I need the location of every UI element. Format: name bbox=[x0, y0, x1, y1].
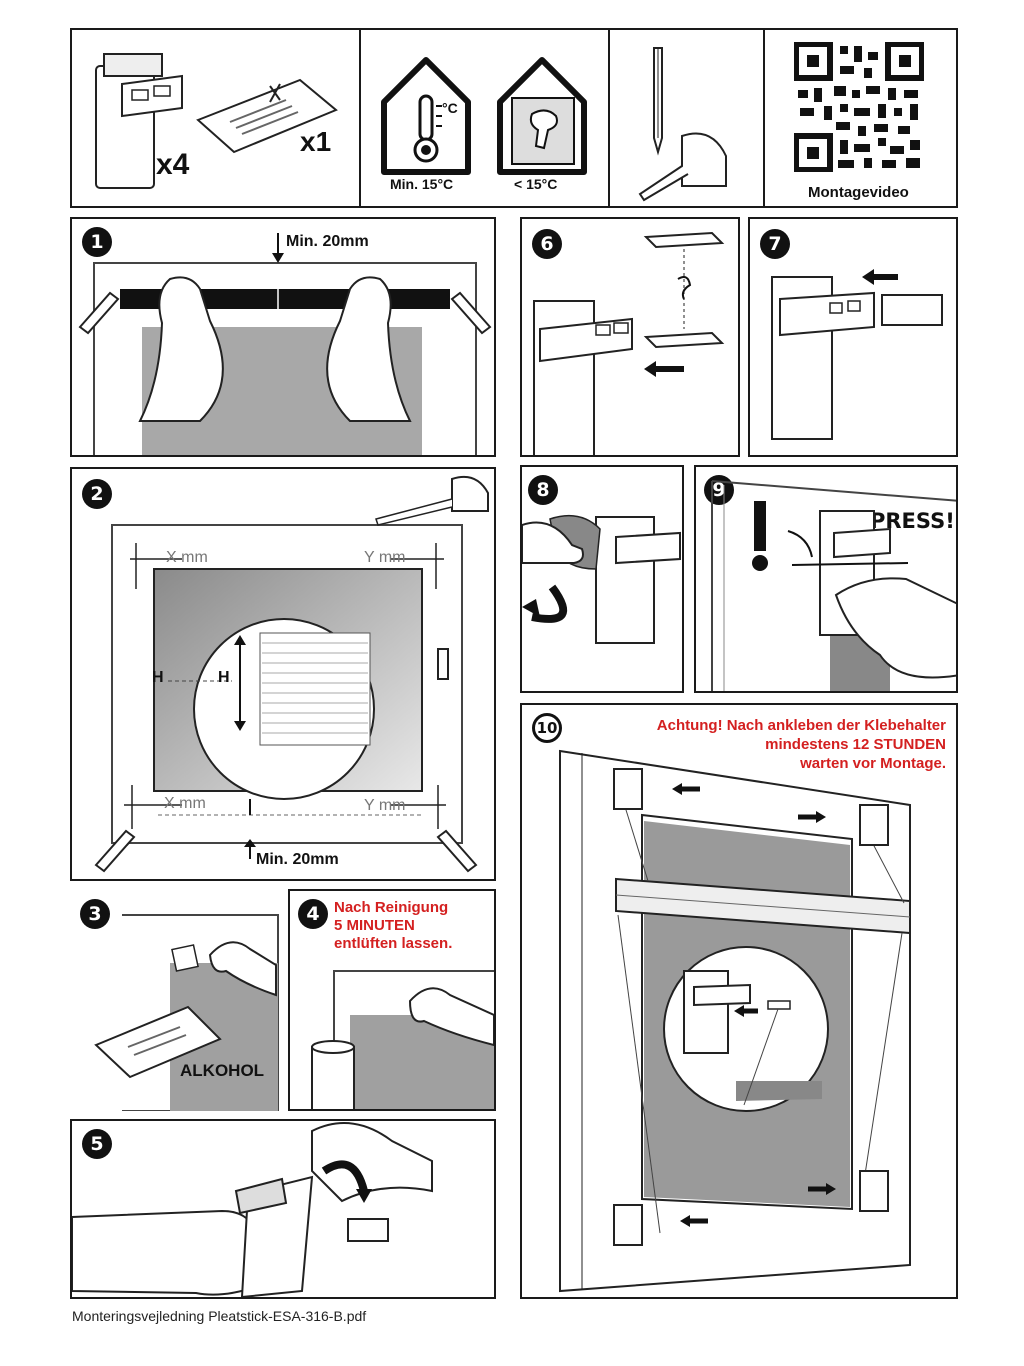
step-2-h-left: H bbox=[152, 669, 164, 686]
step-3-panel: 3 ALKOHOL bbox=[70, 889, 280, 1111]
step-5-illustration bbox=[72, 1122, 433, 1297]
step-2-h-right: H bbox=[218, 669, 230, 686]
step-6-number: 6 bbox=[532, 229, 562, 259]
step-2-x-bottom: X mm bbox=[164, 795, 206, 812]
step-10-number: 10 bbox=[532, 713, 562, 743]
pencil-icon bbox=[653, 47, 663, 156]
step-8-illustration bbox=[522, 514, 681, 644]
step-3-number: 3 bbox=[80, 899, 110, 929]
header-strip: x4 x1 °C Min. 15°C < 15°C bbox=[70, 28, 958, 208]
step-4-number: 4 bbox=[298, 899, 328, 929]
step-3-illustration bbox=[94, 914, 279, 1111]
step-10-warning-line-1: Achtung! Nach ankleben der Klebehalter bbox=[656, 717, 946, 734]
step-9-number: 9 bbox=[704, 475, 734, 505]
step-10-illustration bbox=[559, 749, 911, 1293]
step-4-note-line-3: entlüften lassen. bbox=[334, 935, 453, 952]
step-4-illustration bbox=[311, 970, 494, 1109]
thermometer-icon bbox=[381, 57, 471, 175]
step-2-x-top: X mm bbox=[166, 549, 208, 566]
step-10-warning-line-3: warten vor Montage. bbox=[800, 755, 946, 772]
step-5-number: 5 bbox=[82, 1129, 112, 1159]
step-7-panel: 7 bbox=[748, 217, 958, 457]
temp-min-label: Min. 15°C bbox=[390, 176, 454, 192]
qr-code-icon bbox=[794, 42, 924, 172]
step-1-measure-label: Min. 20mm bbox=[286, 233, 369, 250]
step-4-panel: 4 Nach Reinigung 5 MINUTEN entlüften las… bbox=[288, 889, 496, 1111]
step-4-note-line-1: Nach Reinigung bbox=[334, 899, 449, 916]
step-1-illustration bbox=[78, 233, 492, 455]
step-1-number: 1 bbox=[82, 227, 112, 257]
step-9-panel: 9 PRESS! bbox=[694, 465, 958, 693]
step-2-illustration bbox=[94, 475, 489, 873]
step-1-panel: 1 Min. 20mm bbox=[70, 217, 496, 457]
hairdryer-icon bbox=[497, 57, 587, 175]
tape-measure-icon bbox=[638, 132, 727, 202]
step-2-measure-label: Min. 20mm bbox=[256, 851, 339, 868]
step-7-illustration bbox=[771, 269, 943, 440]
step-2-panel: 2 X mm Y mm X mm Y bbox=[70, 467, 496, 881]
step-8-number: 8 bbox=[528, 475, 558, 505]
footer-filename: Monteringsvejledning Pleatstick-ESA-316-… bbox=[72, 1308, 367, 1324]
instruction-card-icon bbox=[196, 78, 338, 154]
step-6-panel: 6 bbox=[520, 217, 740, 457]
step-10-warning-line-2: mindestens 12 STUNDEN bbox=[765, 736, 946, 753]
step-4-note-line-2: 5 MINUTEN bbox=[334, 917, 415, 934]
bracket-icon bbox=[95, 53, 183, 189]
step-2-y-top: Y mm bbox=[364, 549, 406, 566]
step-7-number: 7 bbox=[760, 229, 790, 259]
step-6-illustration bbox=[533, 231, 725, 455]
qr-video-label: Montagevideo bbox=[808, 184, 909, 201]
temp-unit: °C bbox=[442, 100, 458, 116]
step-9-illustration bbox=[711, 480, 956, 691]
step-3-alkohol-label: ALKOHOL bbox=[180, 1061, 265, 1080]
temp-below-label: < 15°C bbox=[514, 176, 558, 192]
step-10-panel: 10 Achtung! Nach ankleben der Klebehalte… bbox=[520, 703, 958, 1299]
bracket-quantity: x4 bbox=[156, 148, 190, 181]
header-dividers bbox=[359, 30, 765, 206]
step-2-number: 2 bbox=[82, 479, 112, 509]
card-quantity: x1 bbox=[300, 126, 332, 157]
step-2-y-bottom: Y mm bbox=[364, 797, 406, 814]
step-5-panel: 5 bbox=[70, 1119, 496, 1299]
step-8-panel: 8 bbox=[520, 465, 684, 693]
